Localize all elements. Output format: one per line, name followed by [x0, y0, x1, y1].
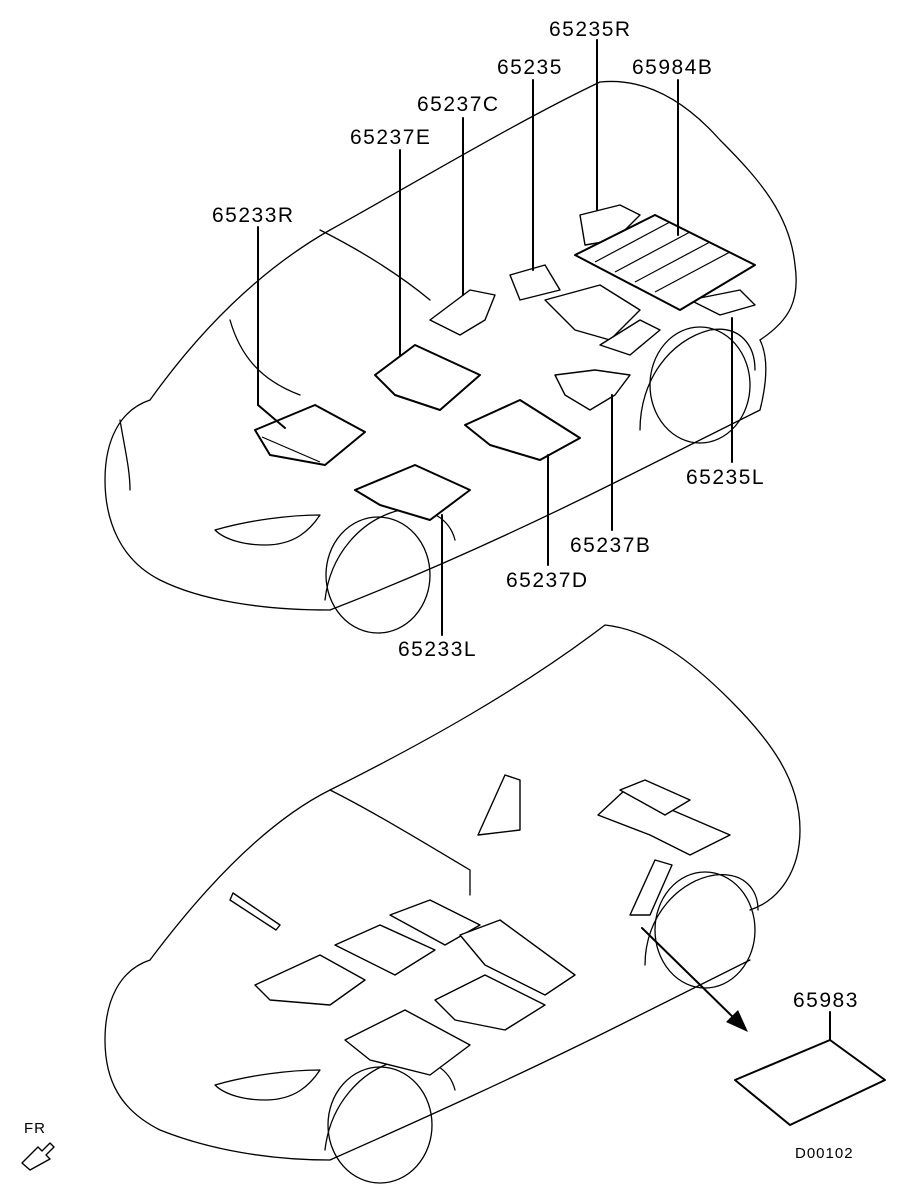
part-65237C [429, 289, 496, 336]
callout-65233L: 65233L [398, 638, 477, 661]
part-65984B-panel [574, 214, 756, 311]
part-65235L [689, 289, 756, 316]
callout-65235: 65235 [497, 56, 563, 79]
part-65235R [579, 204, 641, 246]
front-arrow-icon [21, 1142, 55, 1171]
mat-65237E [374, 344, 481, 411]
callout-65237D: 65237D [506, 569, 589, 592]
leader-lines-upper [257, 39, 733, 636]
callout-65235L: 65235L [686, 466, 765, 489]
callout-65237C: 65237C [417, 93, 500, 116]
upper-vehicle-outline [104, 80, 797, 634]
part-65235 [509, 264, 561, 301]
part-65237B [554, 369, 631, 411]
mat-65233L [354, 464, 471, 521]
callout-65233R: 65233R [212, 204, 295, 227]
drawing-code: D00102 [795, 1145, 854, 1162]
mat-65237D [464, 399, 581, 461]
floor-center-parts [544, 284, 661, 356]
lower-vehicle-outline [104, 624, 801, 1184]
mat-65233R [254, 404, 366, 466]
callout-65235R: 65235R [549, 18, 632, 41]
callout-65237E: 65237E [350, 126, 431, 149]
callout-65984B: 65984B [632, 56, 713, 79]
callout-65983: 65983 [793, 989, 859, 1012]
part-65983-sheet [734, 1011, 886, 1126]
callout-65237B: 65237B [570, 534, 651, 557]
front-marker-label: FR [24, 1120, 46, 1137]
lower-floor-mats [229, 774, 731, 1076]
arrow-to-65983 [641, 927, 748, 1032]
